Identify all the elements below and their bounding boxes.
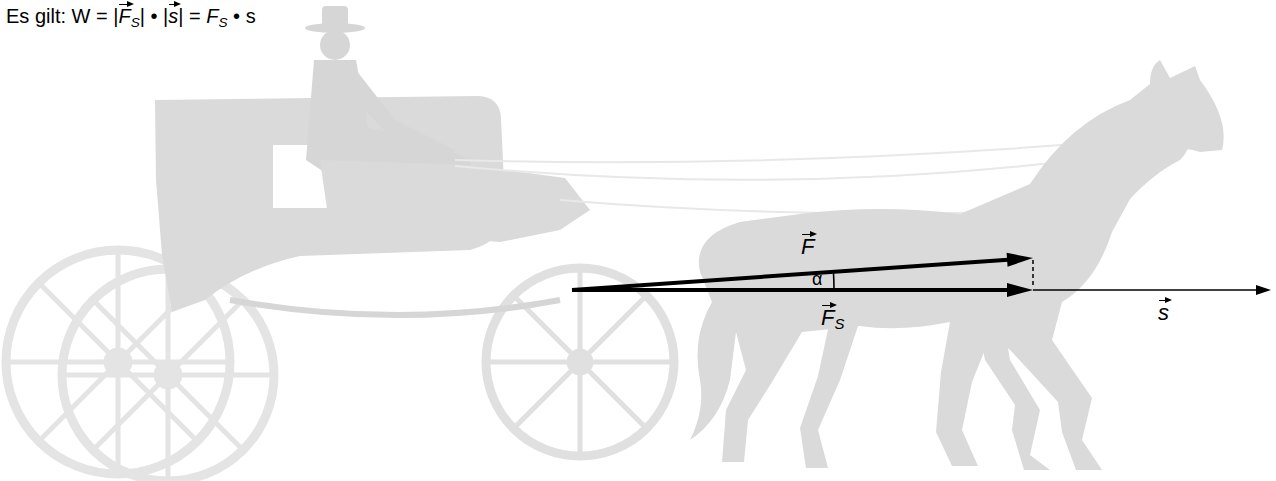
label-text: F	[206, 5, 218, 27]
label-text: | • |	[140, 5, 169, 27]
component-force-label: FS	[821, 305, 844, 333]
label-text: F	[821, 305, 834, 331]
subscript-text: S	[218, 15, 227, 30]
rear-wheels	[6, 250, 274, 481]
formula-text: Es gilt: W = |FS| • |s| = FS • s	[6, 4, 256, 31]
projection-line	[1032, 260, 1034, 288]
force-label: F	[801, 234, 814, 260]
front-wheel	[486, 268, 674, 456]
force-line	[572, 260, 1008, 290]
angle-label: α	[812, 270, 822, 288]
label-text: s	[1158, 300, 1169, 326]
displacement-line	[1033, 289, 1258, 291]
label-text: α	[812, 269, 822, 289]
angle-arc	[833, 272, 835, 289]
label-text: s	[168, 4, 178, 28]
carriage-silhouette	[6, 6, 674, 481]
subscript-text: S	[834, 315, 844, 332]
chassis	[230, 300, 560, 315]
label-text: F	[801, 234, 814, 260]
label-text: F	[118, 4, 130, 28]
label-text: | =	[178, 5, 206, 27]
coach-box	[320, 160, 590, 242]
displacement-arrowhead	[1256, 285, 1271, 295]
label-text: • s	[228, 5, 256, 27]
vectors	[572, 253, 1271, 297]
component-force-line	[572, 288, 1008, 292]
force-arrowhead	[1007, 253, 1033, 267]
component-force-arrowhead	[1007, 283, 1033, 297]
subscript-text: S	[131, 15, 140, 30]
displacement-label: s	[1158, 300, 1169, 326]
label-text: Es gilt: W = |	[6, 5, 118, 27]
